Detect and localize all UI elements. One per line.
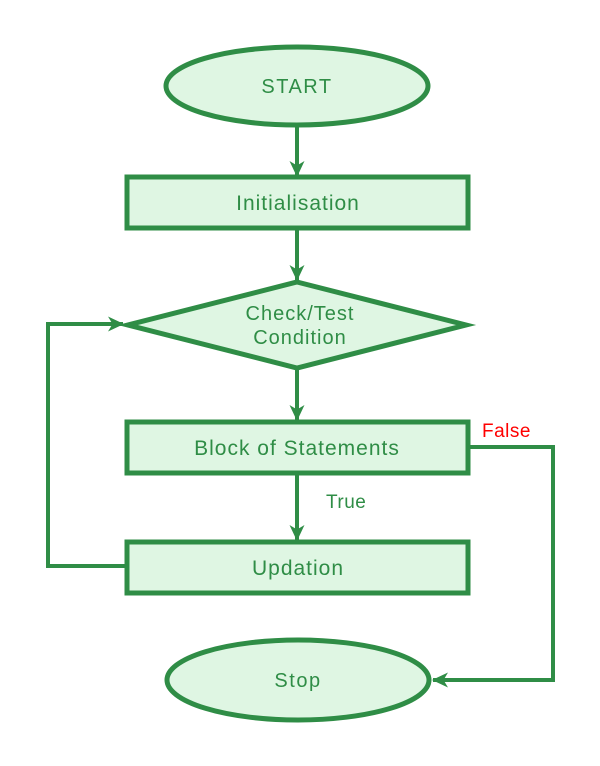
initialisation-label: Initialisation: [236, 192, 360, 215]
edge-updation-to-condition-loop: [46, 316, 130, 568]
condition-label-line2: Condition: [253, 327, 347, 349]
updation-label: Updation: [252, 557, 344, 580]
block-label: Block of Statements: [194, 437, 400, 460]
edge-block-to-stop-false: [432, 445, 555, 688]
initialisation-process-shape: [124, 174, 471, 231]
condition-decision-shape: [117, 279, 477, 371]
stop-terminal-shape: [164, 637, 432, 723]
updation-process-shape: [124, 539, 471, 596]
stop-label: Stop: [274, 670, 321, 692]
start-label: START: [261, 76, 332, 98]
condition-label-line1: Check/Test: [246, 303, 355, 325]
false-branch-label: False: [482, 421, 531, 442]
start-terminal-shape: [163, 44, 431, 128]
block-process-shape: [124, 419, 471, 476]
true-branch-label: True: [326, 492, 366, 513]
